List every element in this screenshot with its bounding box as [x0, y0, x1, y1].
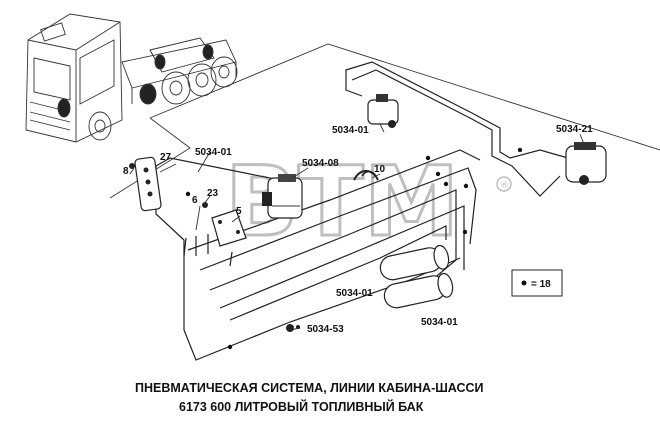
label-27: 27	[160, 152, 172, 163]
legend-box: = 18	[511, 269, 563, 297]
label-5034-01-top: 5034-01	[332, 125, 369, 136]
caption: ПНЕВМАТИЧЕСКАЯ СИСТЕМА, ЛИНИИ КАБИНА-ШАС…	[135, 381, 484, 414]
truck-illustration	[25, 13, 660, 199]
leader-lines	[129, 123, 585, 231]
line-marker-dots	[185, 147, 523, 350]
label-6: 6	[192, 195, 198, 206]
label-5034-21: 5034-21	[556, 124, 593, 135]
label-5034-01-left: 5034-01	[195, 147, 232, 158]
bracket-plate	[129, 156, 162, 212]
watermark-text: BTM	[225, 146, 459, 258]
label-5034-01-tank-lower: 5034-01	[421, 317, 458, 328]
caption-line-2: 6173 600 ЛИТРОВЫЙ ТОПЛИВНЫЙ БАК	[179, 399, 424, 414]
label-5034-08: 5034-08	[302, 158, 339, 169]
label-5034-01-tank-upper: 5034-01	[336, 288, 373, 299]
caption-line-1: ПНЕВМАТИЧЕСКАЯ СИСТЕМА, ЛИНИИ КАБИНА-ШАС…	[135, 381, 484, 395]
label-8: 8	[123, 166, 129, 177]
valve-5034-01-top	[367, 94, 399, 128]
pneumatic-lines	[155, 61, 569, 361]
spring-clip	[353, 170, 379, 181]
legend-dot-icon	[521, 280, 527, 286]
label-5: 5	[236, 206, 242, 217]
label-5034-53: 5034-53	[307, 324, 344, 335]
fitting-plate	[183, 202, 247, 267]
valve-5034-21	[565, 142, 607, 185]
part-labels: 5034-01 5034-01 5034-08 5034-21 5034-01 …	[123, 124, 593, 335]
watermark-registered-mark: ®	[500, 181, 509, 191]
valve-5034-08	[262, 174, 303, 219]
label-23: 23	[207, 188, 219, 199]
air-tanks	[379, 244, 454, 309]
fitting-5034-53	[286, 324, 300, 332]
legend-text: = 18	[531, 279, 551, 290]
label-10: 10	[374, 164, 386, 175]
